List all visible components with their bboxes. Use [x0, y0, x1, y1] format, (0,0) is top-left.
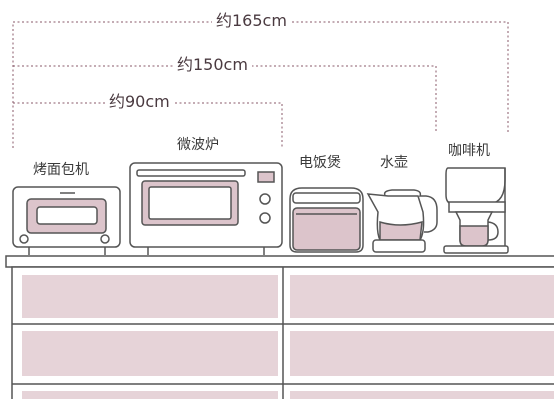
drawer-panel	[22, 391, 278, 399]
toaster-oven-label: 烤面包机	[33, 162, 89, 178]
drawer-panel	[22, 275, 278, 318]
height-150cm-label: 约150cm	[173, 57, 252, 73]
microwave-illustration	[129, 162, 283, 255]
height-165cm-label: 约165cm	[212, 13, 291, 29]
kettle-label: 水壶	[380, 155, 408, 171]
guide-165cm	[12, 21, 509, 148]
drawer-panel	[290, 391, 554, 399]
drawer-panel	[290, 275, 554, 318]
coffee-maker-label: 咖啡机	[448, 143, 490, 159]
coffee-maker-illustration	[443, 167, 509, 254]
microwave-label: 微波炉	[177, 137, 219, 153]
guide-90cm	[13, 102, 283, 148]
guide-150cm	[13, 65, 437, 132]
drawer-panel	[22, 331, 278, 376]
height-90cm-label: 约90cm	[105, 94, 174, 110]
rice-cooker-label: 电饭煲	[299, 155, 341, 171]
kettle-illustration	[366, 189, 438, 253]
toaster-oven-illustration	[12, 186, 121, 255]
drawer-panel	[290, 331, 554, 376]
dimension-guides	[12, 21, 509, 148]
countertop	[5, 255, 554, 268]
rice-cooker-illustration	[289, 187, 364, 253]
counter	[5, 255, 554, 399]
